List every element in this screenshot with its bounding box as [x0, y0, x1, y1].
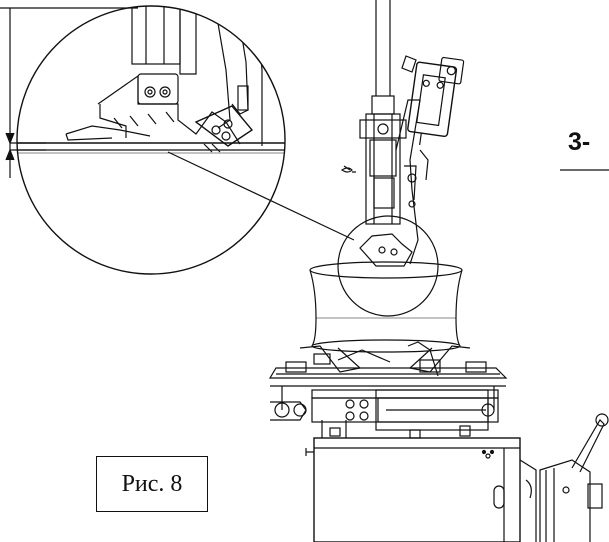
- dimension-label: 3-: [568, 128, 591, 156]
- detail-magnifier: [16, 5, 355, 275]
- spring-icon: [340, 167, 353, 173]
- tyre-changer-machine: [268, 0, 609, 542]
- dimension-marks: [0, 7, 609, 178]
- detail-leader-line: [167, 151, 355, 241]
- detail-content: [17, 6, 285, 154]
- magnifier-circle-icon: [16, 5, 286, 275]
- figure-label: Рис. 8: [96, 456, 208, 512]
